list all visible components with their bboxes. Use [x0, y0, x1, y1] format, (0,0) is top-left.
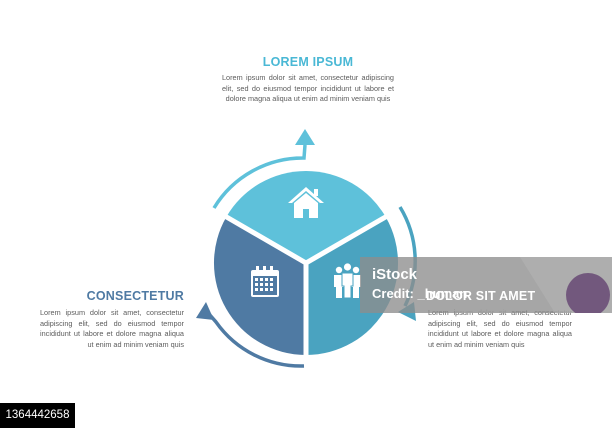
watermark-banner: DOLOR SIT AMET iStock Credit: _human — [360, 257, 612, 313]
left-arrow — [207, 312, 305, 368]
top-description: Lorem ipsum dolor sit amet, consectetur … — [222, 73, 394, 104]
top-arrowhead — [295, 129, 315, 145]
left-description: Lorem ipsum dolor sit amet, consectetur … — [40, 308, 184, 349]
segment-dividers — [209, 205, 403, 365]
top-title: LOREM IPSUM — [262, 55, 354, 69]
calendar-icon — [251, 266, 279, 297]
watermark-logo-text: iStock — [372, 266, 418, 283]
stock-id-badge: 1364442658 — [0, 403, 75, 428]
watermark-background — [360, 257, 612, 313]
watermark-credit: Credit: _human — [372, 286, 468, 301]
right-title: DOLOR SIT AMET — [426, 289, 536, 303]
right-description: Lorem ipsum dolor sit amet, consectetur … — [428, 308, 572, 349]
people-icon — [334, 263, 361, 299]
left-title: CONSECTETUR — [86, 289, 184, 303]
top-arrow — [212, 144, 307, 209]
left-arrowhead — [196, 302, 214, 320]
house-icon — [288, 187, 324, 218]
watermark-text: iStock Credit: _human — [372, 265, 467, 303]
